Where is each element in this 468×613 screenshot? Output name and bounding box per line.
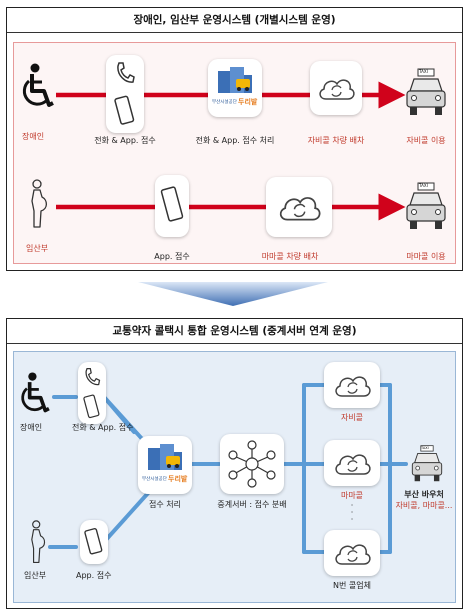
row2-step1-label: App. 접수 xyxy=(154,252,190,261)
row2-step3-label: 마마콜 이용 xyxy=(406,252,446,261)
taxi-sign-1: TAXI xyxy=(419,69,428,74)
relay-server-label: 중계서버 : 접수 분배 xyxy=(217,500,287,509)
cloud-card-2 xyxy=(266,177,332,237)
relay-network-icon xyxy=(228,440,276,488)
logo-brand: 두리발 xyxy=(238,98,258,106)
top-panel-title: 장애인, 임산부 운영시스템 (개별시스템 운영) xyxy=(7,8,462,33)
taxi-sign-2: TAXI xyxy=(419,183,428,188)
phone-icon-2 xyxy=(85,368,101,386)
bottom-panel-area: 장애인 전화 & App. 접수 임산부 App. 접수 xyxy=(13,351,456,603)
taxi-sign-3: TAXI xyxy=(421,446,429,450)
logo-brand-2: 두리발 xyxy=(168,475,188,483)
smartphone-icon-4 xyxy=(84,528,103,555)
bottom-center-label: 접수 처리 xyxy=(149,500,181,509)
dispatch-center-icon-2 xyxy=(148,444,182,470)
row1-user-label: 장애인 xyxy=(22,132,45,141)
ellipsis-dots: · · · xyxy=(350,501,354,524)
center-logo-card: 부산시설공단 두리발 xyxy=(208,59,262,117)
smartphone-icon xyxy=(114,95,135,125)
logo-org: 부산시설공단 xyxy=(212,100,237,105)
row1-step1-label: 전화 & App. 접수 xyxy=(94,136,156,145)
cloud2-label: 마마콜 xyxy=(340,491,364,500)
top-panel: 장애인, 임산부 운영시스템 (개별시스템 운영) 장애인 xyxy=(6,7,463,271)
voucher-sub-label: 자비콜, 마마콜... xyxy=(395,501,453,510)
row2-user-label: 임산부 xyxy=(26,244,49,253)
cloud-card-5 xyxy=(324,530,380,576)
cloud-sync-icon-2 xyxy=(279,197,321,221)
cloud-sync-icon xyxy=(319,79,355,100)
bottom-panel: 교통약자 콜택시 통합 운영시스템 (중계서버 연계 운영) xyxy=(6,318,463,609)
bottom-pregnant-channel-label: App. 접수 xyxy=(76,571,112,580)
bottom-center-logo-card: 부산시설공단 두리발 xyxy=(138,436,192,494)
phone-icon xyxy=(117,62,135,83)
pregnant-woman-icon-2 xyxy=(31,520,46,564)
taxi-icon-2 xyxy=(406,182,446,229)
connection-lines xyxy=(48,383,408,554)
bottom-disabled-label: 장애인 xyxy=(20,423,43,432)
app-card xyxy=(155,175,189,237)
down-arrow-icon xyxy=(138,282,328,306)
relay-server-card xyxy=(220,434,284,494)
wheelchair-icon xyxy=(22,63,54,107)
bottom-phone-card xyxy=(78,362,106,424)
smartphone-icon-2 xyxy=(160,186,184,222)
phone-card xyxy=(106,55,144,133)
wheelchair-icon-2 xyxy=(21,372,50,413)
bottom-app-card xyxy=(80,520,108,564)
cloud1-label: 자비콜 xyxy=(340,413,364,422)
logo-org-2: 부산시설공단 xyxy=(142,477,167,482)
row1-step2-label: 전화 & App. 접수 처리 xyxy=(195,136,275,145)
cloud-sync-icon-3 xyxy=(335,376,371,397)
cloud-card-4 xyxy=(324,440,380,486)
voucher-label: 부산 바우처 xyxy=(404,490,444,499)
pregnant-woman-icon xyxy=(31,179,48,228)
cloud-sync-icon-5 xyxy=(335,544,371,565)
cloud-card-3 xyxy=(324,362,380,408)
top-panel-area: 장애인 전화 & App. 접수 부산시설공단 두리발 전화 & App. 접수… xyxy=(13,42,456,264)
row1-step3-label: 자비콜 차량 배차 xyxy=(307,136,365,145)
dispatch-center-icon xyxy=(218,67,252,93)
cloud-sync-icon-4 xyxy=(335,454,371,475)
taxi-icon xyxy=(406,68,446,115)
row2-step2-label: 마마콜 차량 배차 xyxy=(261,252,319,261)
cloud3-label: N번 콜업체 xyxy=(333,581,371,590)
smartphone-icon-3 xyxy=(83,394,100,419)
cloud-card-1 xyxy=(310,61,362,115)
bottom-disabled-channel-label: 전화 & App. 접수 xyxy=(72,423,134,432)
bottom-pregnant-label: 임산부 xyxy=(24,571,47,580)
bottom-panel-title: 교통약자 콜택시 통합 운영시스템 (중계서버 연계 운영) xyxy=(7,319,462,344)
taxi-icon-3 xyxy=(411,445,443,482)
row1-step4-label: 자비콜 이용 xyxy=(406,136,446,145)
